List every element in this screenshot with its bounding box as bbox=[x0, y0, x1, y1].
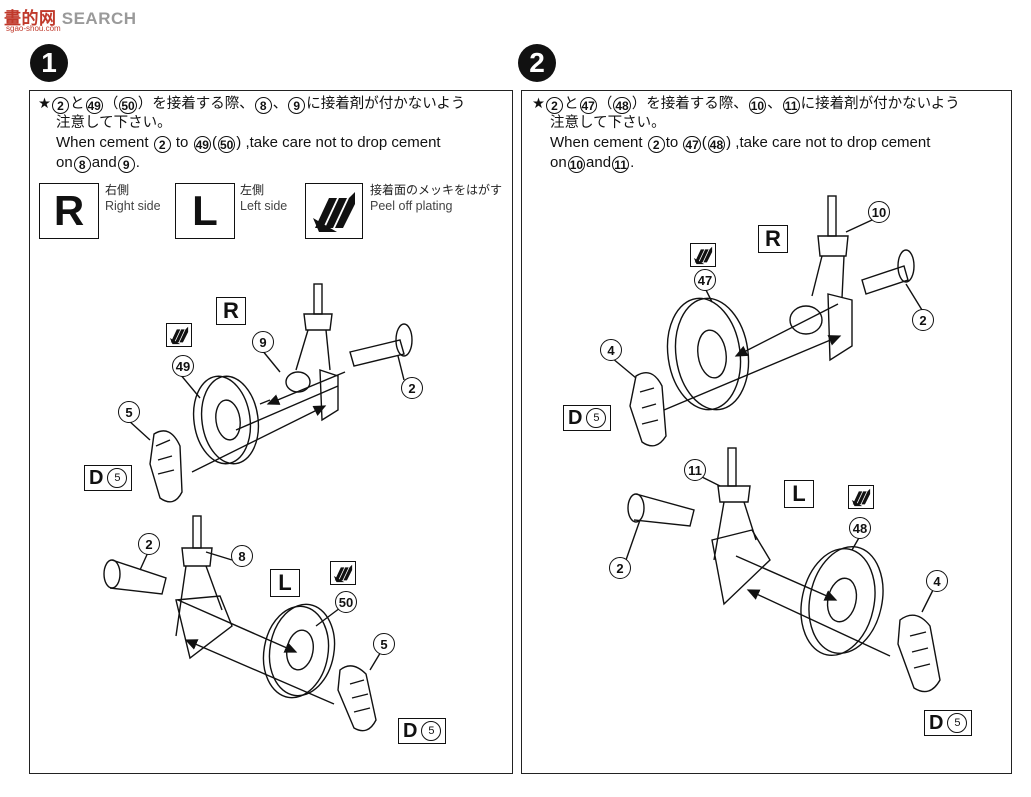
callout-part-10: 10 bbox=[868, 201, 890, 223]
knuckle-10 bbox=[789, 195, 853, 362]
callout-part-8: 8 bbox=[231, 545, 253, 567]
step-1-panel bbox=[29, 90, 513, 774]
callout-part-2: 2 bbox=[609, 557, 631, 579]
step-2-jp-line-2: 注意して下さい。 bbox=[550, 115, 666, 131]
step-2-badge: 2 bbox=[518, 44, 556, 82]
callout-part-2: 2 bbox=[401, 377, 423, 399]
knuckle-11 bbox=[711, 447, 771, 606]
legend-right-text: 右側 Right side bbox=[105, 183, 161, 213]
peel-off-plating-icon bbox=[690, 243, 716, 267]
legend-right-symbol: R bbox=[39, 183, 99, 239]
legend-left-text: 左側 Left side bbox=[240, 183, 288, 213]
axle-2-left bbox=[103, 559, 167, 595]
step-1-side-tag-right: R bbox=[216, 297, 246, 325]
brake-disc-50 bbox=[262, 603, 336, 699]
peel-off-plating-icon bbox=[166, 323, 192, 347]
knuckle-9 bbox=[285, 283, 339, 422]
watermark-logo: 畫的网 bbox=[4, 9, 57, 28]
watermark-url: sgao-shou.com bbox=[6, 24, 61, 33]
watermark: 畫的网 SEARCH sgao-shou.com bbox=[4, 4, 137, 33]
step-1-en-line-1: When cement 2 to 49(50) ,take care not t… bbox=[56, 134, 441, 153]
callout-part-47: 47 bbox=[694, 269, 716, 291]
peel-off-plating-icon bbox=[305, 183, 363, 239]
callout-part-2: 2 bbox=[912, 309, 934, 331]
callout-part-5: 5 bbox=[373, 633, 395, 655]
step-2-side-tag-left: L bbox=[784, 480, 814, 508]
step-2-side-tag-right: R bbox=[758, 225, 788, 253]
callout-part-4: 4 bbox=[600, 339, 622, 361]
callout-part-2: 2 bbox=[138, 533, 160, 555]
callout-part-9: 9 bbox=[252, 331, 274, 353]
step-2-panel bbox=[521, 90, 1012, 774]
brake-disc-49 bbox=[192, 375, 260, 465]
callout-part-49: 49 bbox=[172, 355, 194, 377]
callout-part-5: 5 bbox=[118, 401, 140, 423]
caliper-5-left bbox=[337, 665, 377, 732]
knuckle-8 bbox=[175, 515, 233, 660]
caliper-4-left bbox=[897, 614, 941, 693]
legend-left-symbol: L bbox=[175, 183, 235, 239]
axle-2-step2-left bbox=[627, 493, 695, 527]
axle-2-right bbox=[349, 323, 413, 367]
axle-2-step2-right bbox=[861, 249, 915, 295]
watermark-brand: SEARCH bbox=[61, 9, 137, 28]
step-1-badge: 1 bbox=[30, 44, 68, 82]
peel-off-plating-icon bbox=[848, 485, 874, 509]
callout-part-50: 50 bbox=[335, 591, 357, 613]
peel-off-plating-icon bbox=[330, 561, 356, 585]
callout-part-48: 48 bbox=[849, 517, 871, 539]
brake-disc-48 bbox=[800, 545, 884, 657]
caliper-5-right bbox=[149, 430, 183, 503]
callout-part-11: 11 bbox=[684, 459, 706, 481]
step-1-side-tag-left: L bbox=[270, 569, 300, 597]
caliper-4-right bbox=[629, 372, 667, 447]
callout-part-4: 4 bbox=[926, 570, 948, 592]
step-1-jp-line-2: 注意して下さい。 bbox=[56, 115, 172, 131]
legend-peel-text: 接着面のメッキをはがす Peel off plating bbox=[370, 183, 503, 213]
